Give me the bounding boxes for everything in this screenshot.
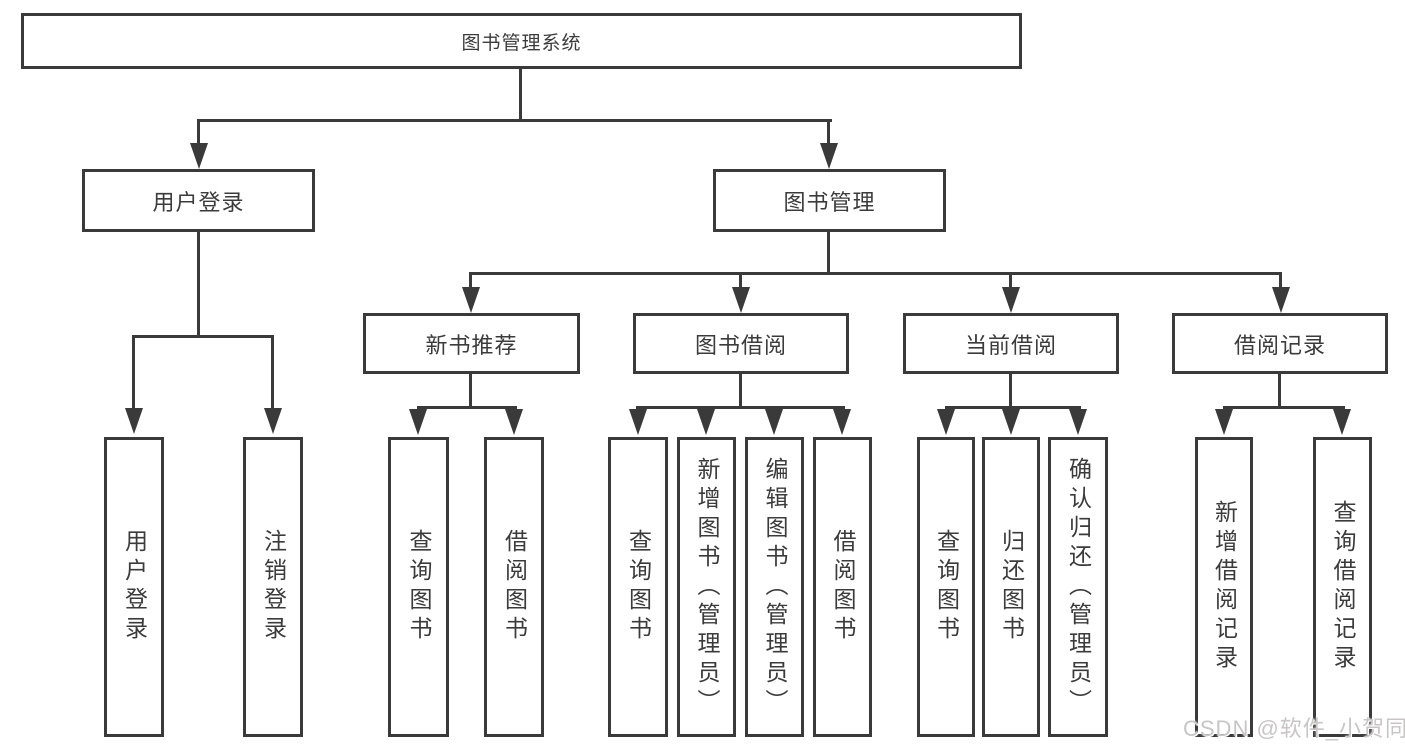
connector-line — [827, 119, 830, 146]
node-book-management: 图书管理 — [713, 169, 946, 232]
arrow-down-icon — [820, 143, 838, 169]
arrow-down-icon — [1215, 409, 1233, 435]
leaf-label: 查询图书 — [933, 529, 960, 645]
connector-line — [1279, 272, 1282, 289]
connector-line — [469, 272, 1282, 275]
leaf-borrow-books: 借阅图书 — [813, 437, 872, 737]
leaf-confirm-return-admin: 确认归还（管理员） — [1048, 437, 1108, 737]
connector-line — [198, 119, 832, 122]
connector-line — [636, 406, 845, 409]
connector-line — [739, 374, 742, 409]
leaf-query-books-current: 查询图书 — [917, 437, 975, 737]
connector-line — [469, 374, 472, 409]
leaf-query-books-borrow: 查询图书 — [608, 437, 668, 737]
connector-line — [827, 232, 830, 275]
connector-line — [132, 335, 274, 338]
connector-line — [1223, 406, 1345, 409]
leaf-label: 借阅图书 — [501, 529, 528, 645]
leaf-add-borrow-record: 新增借阅记录 — [1195, 437, 1253, 737]
connector-line — [132, 335, 135, 409]
leaf-label: 查询图书 — [625, 529, 652, 645]
node-book-borrow: 图书借阅 — [633, 313, 849, 374]
connector-line — [197, 232, 200, 338]
leaf-return-books: 归还图书 — [982, 437, 1040, 737]
arrow-down-icon — [1069, 409, 1087, 435]
arrow-down-icon — [125, 408, 143, 434]
arrow-down-icon — [462, 287, 480, 313]
leaf-label: 编辑图书（管理员） — [762, 456, 788, 718]
leaf-label: 注销登录 — [260, 529, 287, 645]
arrow-down-icon — [1272, 287, 1290, 313]
connector-line — [271, 335, 274, 409]
node-label: 借阅记录 — [1233, 332, 1326, 358]
leaf-add-books-admin: 新增图书（管理员） — [677, 437, 736, 737]
arrow-down-icon — [732, 287, 750, 313]
node-label: 当前借阅 — [964, 332, 1057, 358]
leaf-edit-books-admin: 编辑图书（管理员） — [745, 437, 804, 737]
connector-line — [739, 272, 742, 289]
leaf-label: 用户登录 — [121, 529, 148, 645]
connector-line — [197, 119, 200, 146]
node-new-book-recommend: 新书推荐 — [363, 313, 580, 374]
connector-line — [469, 272, 472, 289]
leaf-user-login: 用户登录 — [104, 437, 164, 737]
csdn-watermark: CSDN @软件_小贺同学 — [1183, 716, 1405, 741]
leaf-label: 归还图书 — [998, 529, 1025, 645]
connector-line — [1278, 374, 1281, 409]
arrow-down-icon — [264, 408, 282, 434]
node-label: 图书管理 — [783, 189, 876, 215]
arrow-down-icon — [697, 409, 715, 435]
node-label: 图书借阅 — [694, 332, 787, 358]
arrow-down-icon — [190, 143, 208, 169]
node-current-borrow: 当前借阅 — [903, 313, 1119, 374]
connector-line — [519, 69, 522, 121]
node-label: 用户登录 — [152, 189, 245, 215]
connector-line — [1009, 272, 1012, 289]
leaf-label: 查询图书 — [406, 529, 432, 645]
node-library-system: 图书管理系统 — [21, 13, 1022, 69]
arrow-down-icon — [409, 409, 427, 435]
leaf-query-books-recommend: 查询图书 — [388, 437, 449, 737]
connector-line — [1009, 374, 1012, 409]
arrow-down-icon — [505, 409, 523, 435]
arrow-down-icon — [629, 409, 647, 435]
leaf-label: 确认归还（管理员） — [1065, 456, 1092, 718]
leaf-label: 查询借阅记录 — [1330, 500, 1356, 674]
connector-line — [417, 406, 517, 409]
arrow-down-icon — [833, 409, 851, 435]
node-label: 图书管理系统 — [461, 32, 582, 54]
leaf-label: 新增借阅记录 — [1211, 500, 1238, 674]
leaf-label: 借阅图书 — [830, 529, 856, 645]
node-borrow-records: 借阅记录 — [1172, 313, 1388, 374]
arrow-down-icon — [937, 409, 955, 435]
node-label: 新书推荐 — [425, 332, 518, 358]
arrow-down-icon — [1333, 409, 1351, 435]
arrow-down-icon — [1002, 409, 1020, 435]
leaf-query-borrow-record: 查询借阅记录 — [1313, 437, 1372, 737]
node-user-login: 用户登录 — [82, 169, 315, 232]
leaf-logout: 注销登录 — [243, 437, 303, 737]
connector-line — [945, 406, 1081, 409]
arrow-down-icon — [1002, 287, 1020, 313]
arrow-down-icon — [765, 409, 783, 435]
leaf-borrow-books-recommend: 借阅图书 — [484, 437, 544, 737]
leaf-label: 新增图书（管理员） — [694, 456, 720, 718]
